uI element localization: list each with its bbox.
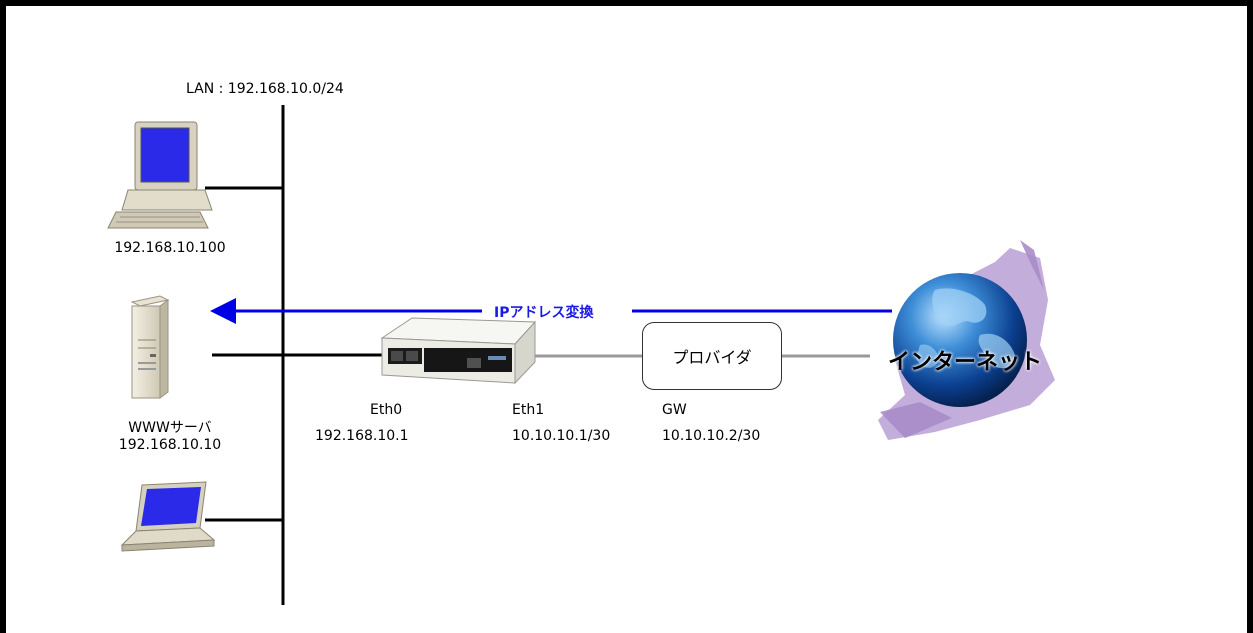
gateway-name-label: GW [662,402,687,419]
server-name-label: WWWサーバ [100,420,240,437]
provider-label: プロバイダ [672,344,751,368]
eth0-name-label: Eth0 [370,402,402,419]
laptop-icon [122,482,214,551]
pc-ip-label: 192.168.10.100 [100,240,240,257]
desktop-pc-icon [108,122,212,228]
provider-box: プロバイダ [642,322,782,390]
nat-arrow-head [210,298,236,324]
nat-label: IPアドレス変換 [494,302,593,322]
eth1-ip-label: 10.10.10.1/30 [512,428,610,445]
lan-network-label: LAN : 192.168.10.0/24 [186,81,344,98]
internet-label: インターネット [870,344,1060,376]
gateway-ip-label: 10.10.10.2/30 [662,428,760,445]
eth1-name-label: Eth1 [512,402,544,419]
server-icon [132,296,168,398]
server-ip-label: 192.168.10.10 [100,437,240,454]
eth0-ip-label: 192.168.10.1 [315,428,409,445]
router-icon [382,318,535,383]
internet-globe-icon [878,240,1055,440]
